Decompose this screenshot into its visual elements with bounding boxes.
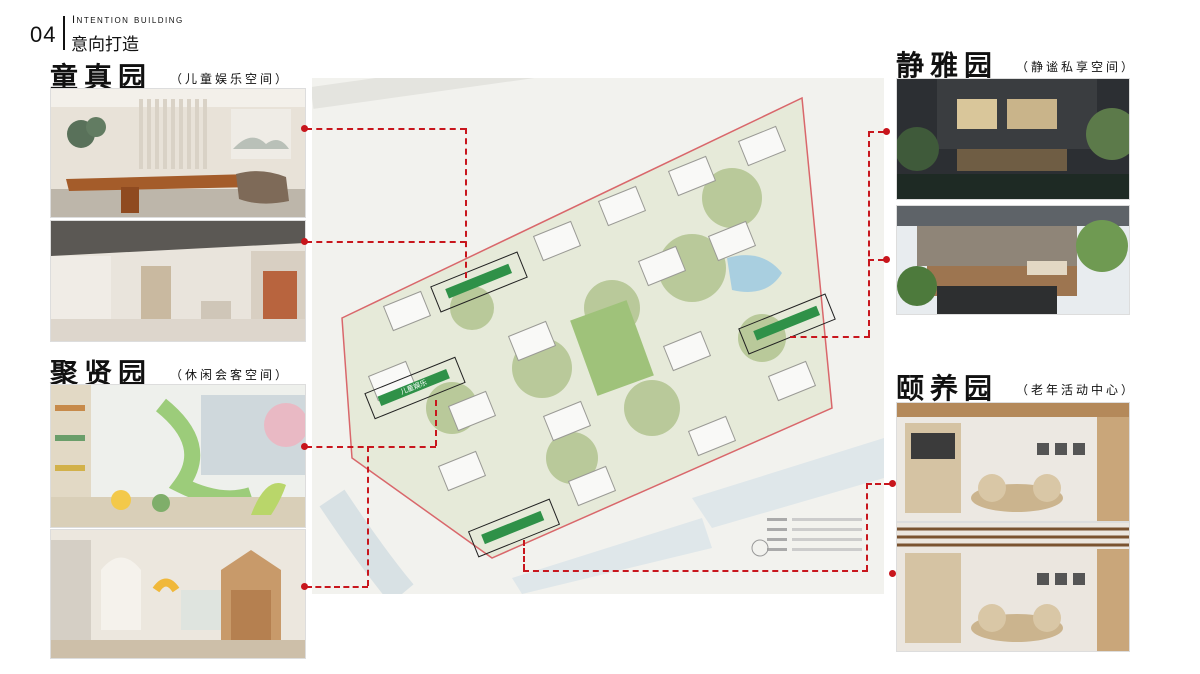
section-title-yiyang: 颐养园 (896, 372, 999, 405)
connector-line-5c (790, 336, 870, 338)
connector-line-3b (435, 400, 437, 446)
connector-line-4 (306, 586, 368, 588)
connector-line-6 (868, 259, 884, 261)
photo-elderly-room-2 (896, 522, 1130, 652)
connector-dot-5 (883, 128, 890, 135)
page-number: 04 (30, 22, 57, 47)
photo-kids-playroom (50, 529, 306, 659)
connector-line-5a (868, 131, 870, 336)
connector-line-7c (523, 570, 868, 572)
connector-line-1a (306, 128, 466, 130)
connector-line-2 (306, 241, 466, 243)
section-subtitle-yiyang: （老年活动中心） (1016, 383, 1137, 397)
connector-line-7d (523, 540, 525, 570)
connector-dot-4 (301, 583, 308, 590)
section-subtitle-tongzhen: （儿童娱乐空间） (170, 72, 291, 86)
connector-line-5b (868, 131, 884, 133)
photo-night-villa (896, 78, 1130, 200)
photo-terrace (896, 205, 1130, 315)
site-plan: 儿童娱乐 (310, 7, 886, 604)
connector-line-3a (306, 446, 436, 448)
connector-line-3c (367, 446, 369, 586)
connector-line-7a (866, 483, 890, 485)
connector-line-7b (866, 483, 868, 571)
photo-kids-slide (50, 384, 306, 528)
connector-dot-3 (301, 443, 308, 450)
photo-gallery-hall (50, 220, 306, 342)
header-title-en: Intention building (72, 14, 184, 26)
header-divider (63, 16, 65, 50)
photo-tea-room (50, 88, 306, 218)
connector-dot-7 (889, 480, 896, 487)
connector-line-1b (465, 128, 467, 278)
connector-dot-2 (301, 238, 308, 245)
section-subtitle-juxian: （休闲会客空间） (170, 368, 291, 382)
header-title-cn: 意向打造 (71, 35, 139, 55)
section-subtitle-jingya: （静谧私享空间） (1016, 60, 1137, 74)
connector-dot-6 (883, 256, 890, 263)
section-title-jingya: 静雅园 (896, 49, 999, 82)
connector-dot-1 (301, 125, 308, 132)
photo-elderly-room-1 (896, 402, 1130, 522)
connector-dot-8 (889, 570, 896, 577)
